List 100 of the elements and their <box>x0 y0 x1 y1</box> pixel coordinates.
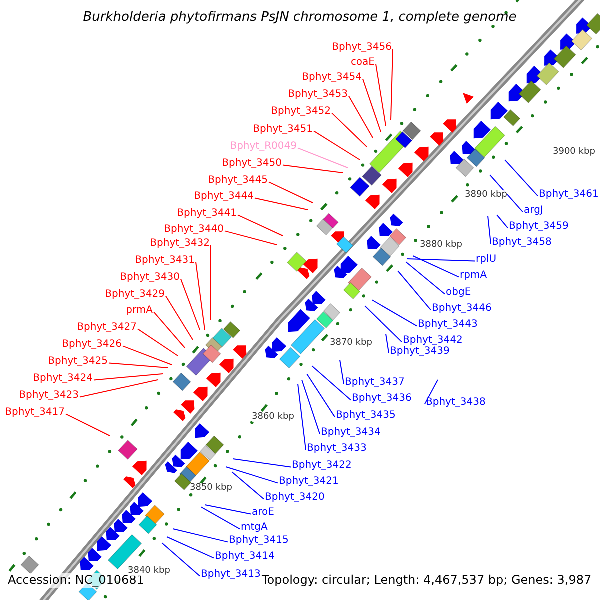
leader-line <box>108 362 168 368</box>
leader-line <box>314 130 360 160</box>
leader-line <box>172 528 228 543</box>
leader-line <box>282 164 344 174</box>
gene-label: mtgA <box>241 522 268 534</box>
leader-line <box>424 380 438 405</box>
gene-label: Bphyt_3421 <box>279 476 339 488</box>
gene-label: Bphyt_3420 <box>265 492 325 504</box>
gene-label: Bphyt_3413 <box>201 569 261 581</box>
gene-label: Bphyt_3439 <box>390 346 450 358</box>
gene-label: Bphyt_3451 <box>253 124 313 136</box>
scale-label: 3850 kbp <box>190 483 232 493</box>
leader-line <box>348 96 374 138</box>
gene-label: Bphyt_3424 <box>33 373 93 385</box>
gene-label: Bphyt_3423 <box>19 390 79 402</box>
gene-label: Bphyt_3442 <box>403 335 463 347</box>
gene-label: Bphyt_R0049 <box>230 141 297 153</box>
leader-line <box>154 312 186 348</box>
leader-line <box>210 244 212 320</box>
leader-line <box>80 380 158 398</box>
gene-label: rpmA <box>460 270 488 282</box>
leader-line <box>268 182 314 204</box>
leader-line <box>196 262 206 330</box>
title: Burkholderia phytofirmans PsJN chromosome 1, complete genome <box>82 10 518 26</box>
leader-line <box>386 334 390 354</box>
leader-line <box>406 262 446 295</box>
leader-line <box>254 198 308 210</box>
leader-line <box>66 414 110 436</box>
leader-line <box>372 300 418 327</box>
gene-label: obgE <box>446 287 472 299</box>
leader-line <box>298 384 306 451</box>
scale-label: 3890 kbp <box>465 190 508 200</box>
leader-line <box>364 306 402 343</box>
gene-label: Bphyt_3422 <box>292 460 352 472</box>
leader-line <box>340 360 344 385</box>
gene-label: Bphyt_3444 <box>194 191 254 203</box>
leader-line <box>238 214 284 236</box>
leader-line <box>376 64 386 126</box>
leader-line <box>362 78 382 132</box>
gene-label: coaE <box>350 57 375 69</box>
footer-text: Accession: NC_010681 <box>6 573 146 588</box>
gene-label: prmA <box>126 305 153 317</box>
leader-line <box>390 48 394 120</box>
leader-line <box>496 214 508 229</box>
gene-label: Bphyt_3445 <box>208 175 268 187</box>
gene-label: Bphyt_3415 <box>229 535 289 547</box>
gene-label: Bphyt_3431 <box>135 255 195 267</box>
leader-line <box>200 506 240 530</box>
gene-label: Bphyt_3427 <box>77 322 137 334</box>
gene-label: Bphyt_3438 <box>426 397 486 409</box>
leader-line <box>232 472 264 500</box>
leader-line <box>180 278 200 330</box>
leader-line <box>302 380 320 435</box>
gene-label: Bphyt_3461 <box>539 189 599 201</box>
gene-label: Bphyt_3443 <box>418 319 478 331</box>
gene-label: Bphyt_3456 <box>332 42 392 54</box>
leader-line <box>504 160 538 197</box>
gene-label: Bphyt_3459 <box>509 221 569 233</box>
scale-label: 3870 kbp <box>330 338 372 348</box>
gene-label: Bphyt_3433 <box>307 443 367 455</box>
leader-line <box>166 536 214 559</box>
footer-text: Topology: circular; Length: 4,467,537 bp; Genes: 3,987 <box>260 573 594 588</box>
gene-label: Bphyt_3432 <box>150 238 210 250</box>
leader-line <box>204 504 252 515</box>
scale-label: 3880 kbp <box>420 240 462 250</box>
leader-line <box>226 466 278 484</box>
gene-label: Bphyt_3414 <box>215 551 275 563</box>
leader-line <box>306 374 336 418</box>
gene-label: Bphyt_3436 <box>352 393 412 405</box>
gene-label: Bphyt_3440 <box>164 224 224 236</box>
gene-label: Bphyt_3429 <box>105 289 165 301</box>
leader-line <box>312 366 352 401</box>
gene-label: Bphyt_3458 <box>492 237 552 249</box>
gene-label: rplU <box>476 254 497 266</box>
leader-line <box>138 328 178 356</box>
gene-label: Bphyt_3430 <box>120 272 180 284</box>
leader-line <box>224 230 278 246</box>
gene-label: Bphyt_3454 <box>302 72 362 84</box>
scale-label: 3840 kbp <box>128 566 170 576</box>
gene-label: aroE <box>252 507 274 519</box>
leader-line <box>122 346 172 366</box>
leader-line <box>412 256 460 278</box>
leader-line <box>298 148 348 168</box>
gene-label: Bphyt_3417 <box>5 407 65 419</box>
leader-line <box>398 270 432 311</box>
gene-label: Bphyt_3446 <box>432 303 492 315</box>
gene-label: Bphyt_3450 <box>222 158 282 170</box>
leader-line <box>166 296 194 340</box>
gene-label: Bphyt_3453 <box>288 89 348 101</box>
leader-line <box>490 174 524 213</box>
leader-line <box>232 458 292 468</box>
leader-line <box>406 258 476 262</box>
leader-line <box>94 374 164 381</box>
scale-label: 3860 kbp <box>252 412 294 422</box>
leader-line <box>162 542 200 577</box>
gene-label: Bphyt_3441 <box>177 208 237 220</box>
leader-line <box>332 112 368 148</box>
scale-label: 3900 kbp <box>553 147 596 157</box>
gene-label: Bphyt_3434 <box>321 427 381 439</box>
leader-line <box>488 216 492 245</box>
